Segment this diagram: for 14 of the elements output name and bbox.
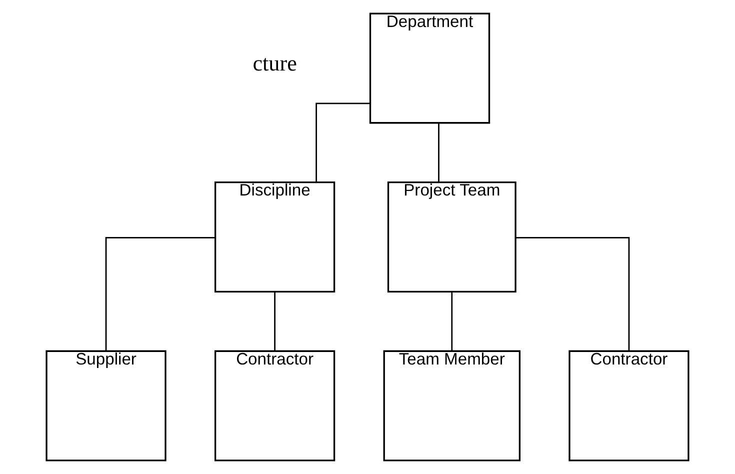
node-box: Team Member <box>383 350 520 462</box>
connector <box>274 292 276 351</box>
node-box: Contractor <box>568 350 690 462</box>
connector <box>105 237 216 351</box>
node-box: Contractor <box>214 350 336 462</box>
connector <box>516 237 630 351</box>
connector <box>451 292 453 351</box>
node-box: Supplier <box>46 350 166 462</box>
node-box: Department <box>369 12 490 124</box>
connector <box>316 102 370 182</box>
node-box: Project Team <box>387 182 516 292</box>
label: cture <box>252 50 297 76</box>
node-box: Discipline <box>214 182 336 292</box>
connector <box>438 123 440 182</box>
